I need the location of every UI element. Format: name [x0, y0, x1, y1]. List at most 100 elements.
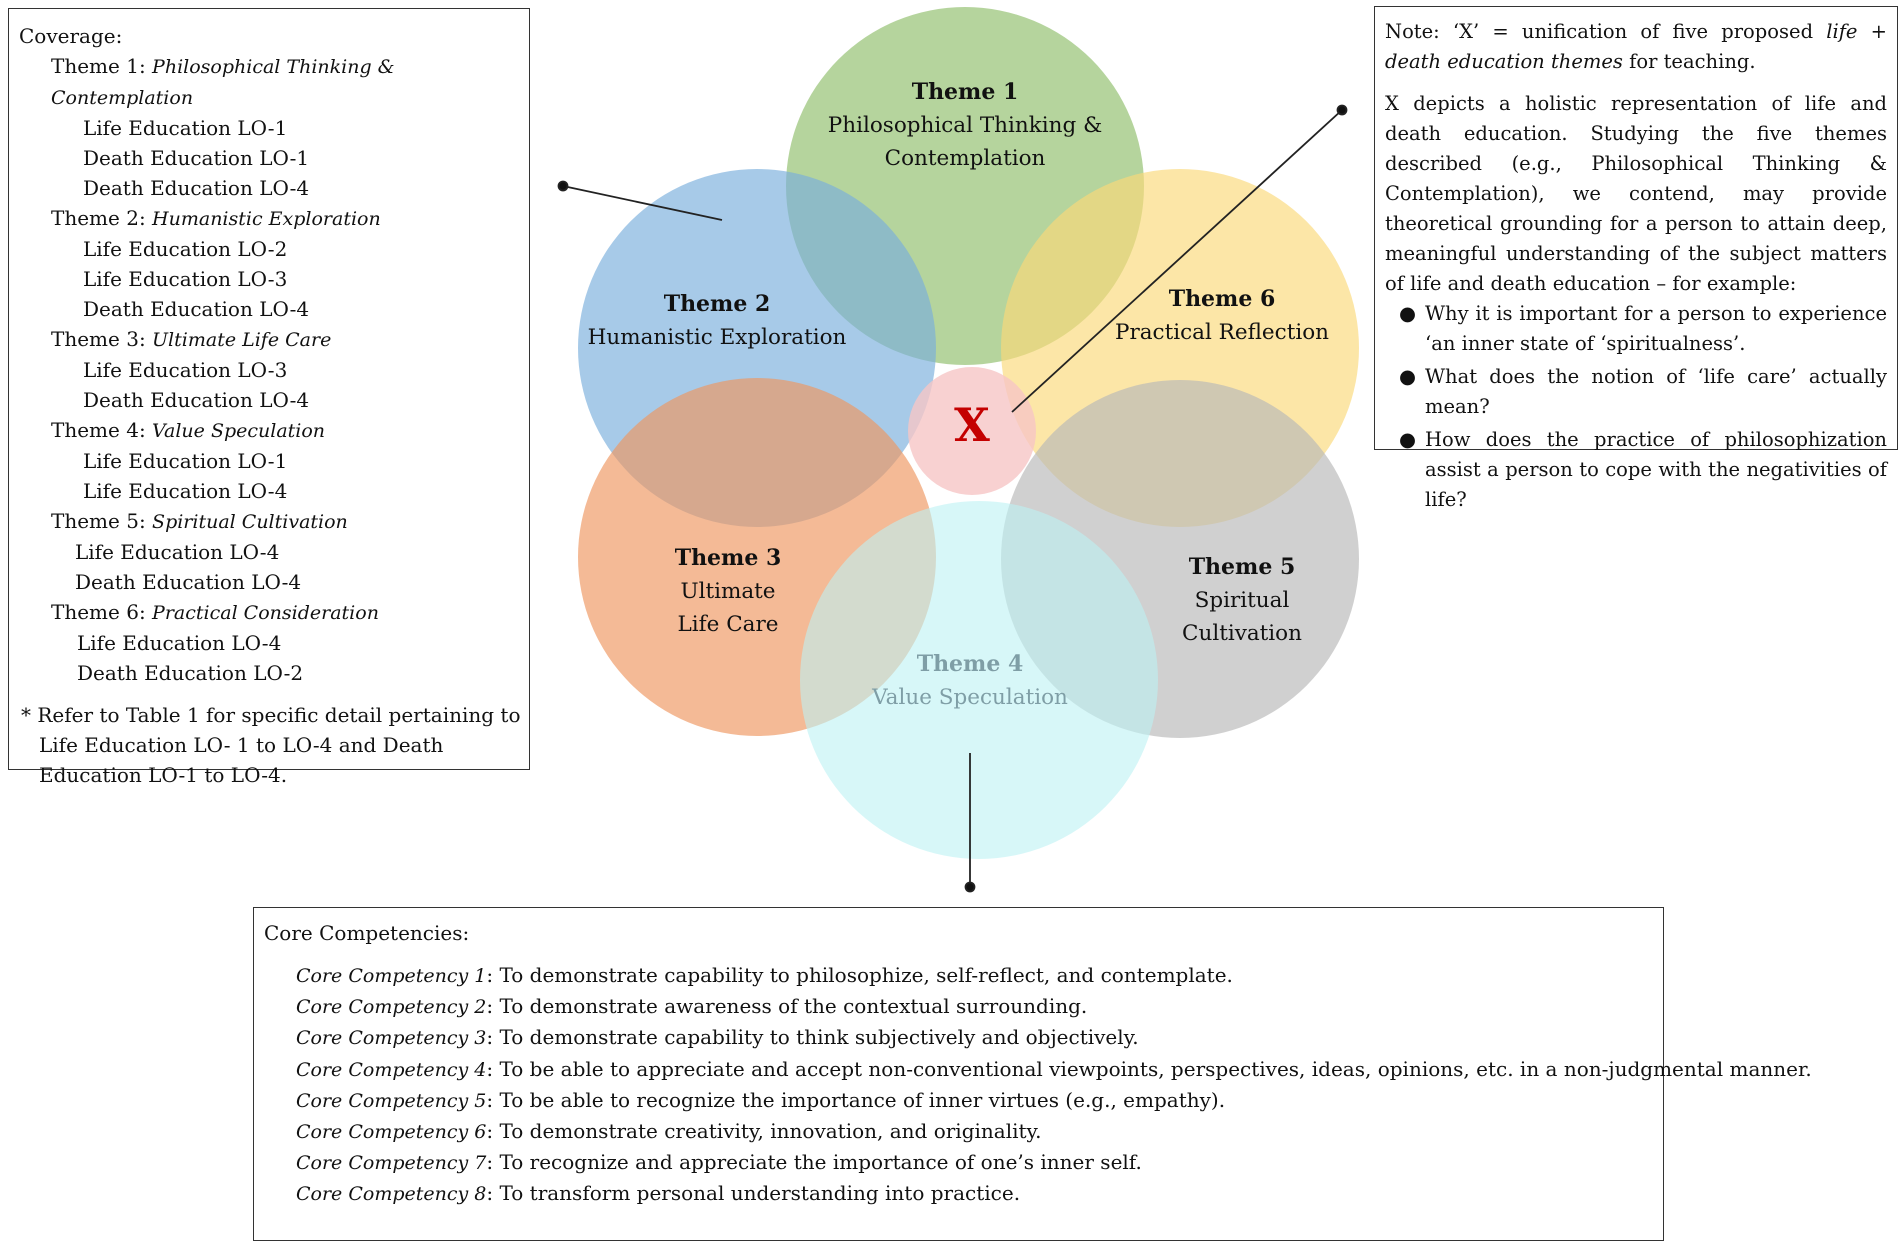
coverage-theme-name: Philosophical Thinking & Contemplation: [51, 56, 395, 109]
coverage-theme-name: Humanistic Exploration: [152, 208, 381, 230]
core-competency-text: : To demonstrate creativity, innovation,…: [486, 1119, 1042, 1144]
note-paragraph: X depicts a holistic representation of l…: [1385, 92, 1887, 295]
coverage-lo-item: Death Education LO-4: [83, 388, 310, 412]
core-competency-item: Core Competency 4: To be able to appreci…: [264, 1054, 1812, 1085]
core-competency-text: : To demonstrate capability to philosoph…: [486, 963, 1233, 987]
bullet-icon: ●: [1399, 365, 1417, 388]
theme-1-desc-line-1: Philosophical Thinking &: [827, 113, 1103, 138]
note-bullet-list: ● Why it is important for a person to exp…: [1385, 299, 1887, 515]
coverage-lo-item: Death Education LO-4: [75, 570, 302, 594]
coverage-lo-item: Death Education LO-4: [83, 176, 310, 200]
core-competency-text: : To be able to appreciate and accept no…: [486, 1056, 1812, 1081]
theme-2-label: Theme 2 Humanistic Exploration: [588, 288, 847, 354]
theme-3-label: Theme 3 Ultimate Life Care: [675, 542, 782, 641]
note-bullet-item: ● How does the practice of philosophizati…: [1399, 425, 1887, 515]
coverage-title: Coverage:: [19, 24, 123, 48]
center-x-label: X: [954, 398, 990, 452]
core-competency-label: Core Competency 1: [296, 965, 487, 987]
coverage-box: Coverage: Theme 1: Philosophical Thinkin…: [8, 8, 530, 787]
note-definition-start: Note: ‘X’ = unification of five proposed: [1385, 20, 1827, 43]
note-bullet-text: How does the practice of philosophizatio…: [1425, 428, 1887, 511]
coverage-lo-item: Life Education LO-4: [75, 540, 280, 564]
note-box: Note: ‘X’ = unification of five proposed…: [1374, 6, 1898, 511]
theme-4-name: Theme 4: [916, 651, 1024, 677]
coverage-theme-6: Theme 6: Practical Consideration: [19, 597, 519, 628]
core-competency-item: Core Competency 6: To demonstrate creati…: [264, 1116, 1653, 1147]
coverage-lo-item: Life Education LO-3: [83, 358, 288, 382]
coverage-theme-name: Value Speculation: [152, 420, 326, 442]
theme-3-desc-line-1: Ultimate: [680, 579, 776, 604]
core-competency-text: : To be able to recognize the importance…: [486, 1087, 1226, 1112]
theme-4-desc-line-1: Value Speculation: [872, 685, 1068, 710]
theme-4-label: Theme 4 Value Speculation: [872, 648, 1068, 714]
bullet-icon: ●: [1399, 302, 1417, 325]
coverage-theme-prefix: Theme 2:: [51, 206, 153, 230]
coverage-lo-item: Life Education LO-3: [83, 267, 288, 291]
coverage-theme-1: Theme 1: Philosophical Thinking & Contem…: [19, 51, 519, 113]
note-bullet-item: ● Why it is important for a person to exp…: [1399, 299, 1887, 359]
coverage-theme-prefix: Theme 6:: [51, 600, 153, 624]
core-connector-dot: [964, 881, 976, 893]
core-competency-text: : To demonstrate capability to think sub…: [486, 1025, 1139, 1050]
core-competency-item: Core Competency 7: To recognize and appr…: [264, 1147, 1653, 1178]
theme-5-name: Theme 5: [1188, 554, 1296, 580]
theme-3-name: Theme 3: [674, 545, 782, 571]
coverage-lo-item: Death Education LO-1: [83, 146, 310, 170]
core-competency-text: : To recognize and appreciate the import…: [486, 1150, 1142, 1175]
coverage-theme-prefix: Theme 1:: [51, 54, 153, 78]
core-competency-item: Core Competency 8: To transform personal…: [264, 1178, 1653, 1209]
coverage-theme-3: Theme 3: Ultimate Life Care: [19, 324, 519, 355]
core-competency-label: Core Competency 7: [296, 1152, 487, 1175]
theme-6-label: Theme 6 Practical Reflection: [1115, 283, 1329, 349]
coverage-theme-name: Practical Consideration: [152, 602, 379, 624]
coverage-lo-item: Life Education LO-4: [77, 631, 282, 655]
note-bullet-text: What does the notion of ‘life care’ actu…: [1425, 365, 1887, 418]
note-connector-dot: [1336, 104, 1348, 116]
coverage-lo-item: Life Education LO-2: [83, 237, 288, 261]
theme-5-desc-line-1: Spiritual: [1194, 588, 1290, 613]
coverage-connector-dot: [557, 180, 569, 192]
core-competency-text: : To transform personal understanding in…: [486, 1181, 1021, 1206]
theme-5-label: Theme 5 Spiritual Cultivation: [1182, 551, 1302, 650]
coverage-lo-item: Death Education LO-4: [83, 297, 310, 321]
note-definition: Note: ‘X’ = unification of five proposed…: [1385, 17, 1887, 77]
core-competency-item: Core Competency 1: To demonstrate capabi…: [264, 960, 1653, 991]
theme-2-desc-line-1: Humanistic Exploration: [587, 325, 847, 350]
coverage-lo-item: Death Education LO-2: [77, 661, 304, 685]
coverage-theme-prefix: Theme 5:: [51, 509, 153, 533]
coverage-theme-4: Theme 4: Value Speculation: [19, 415, 519, 446]
theme-1-desc-line-2: Contemplation: [884, 146, 1046, 171]
core-competency-label: Core Competency 6: [296, 1121, 487, 1144]
coverage-theme-5: Theme 5: Spiritual Cultivation: [19, 506, 519, 537]
theme-3-desc-line-2: Life Care: [677, 612, 779, 637]
core-competency-item: Core Competency 5: To be able to recogni…: [264, 1085, 1653, 1116]
coverage-theme-name: Ultimate Life Care: [152, 329, 332, 351]
coverage-theme-prefix: Theme 3:: [51, 327, 153, 351]
coverage-lo-item: Life Education LO-1: [83, 116, 288, 140]
note-bullet-item: ● What does the notion of ‘life care’ act…: [1399, 362, 1887, 422]
core-competencies-title: Core Competencies:: [264, 921, 470, 945]
coverage-connector-line: [562, 185, 723, 221]
note-definition-italic: life + death education themes: [1385, 20, 1887, 73]
theme-2-name: Theme 2: [663, 291, 771, 317]
bullet-icon: ●: [1399, 428, 1417, 451]
core-competency-label: Core Competency 5: [296, 1089, 487, 1112]
coverage-footnote: * Refer to Table 1 for specific detail p…: [21, 703, 521, 787]
coverage-lo-item: Life Education LO-4: [83, 479, 288, 503]
core-competency-item: Core Competency 2: To demonstrate awaren…: [264, 991, 1653, 1022]
theme-1-name: Theme 1: [911, 79, 1019, 105]
note-definition-end: for teaching.: [1622, 50, 1756, 73]
core-competency-label: Core Competency 4: [296, 1058, 487, 1081]
core-competency-item: Core Competency 3: To demonstrate capabi…: [264, 1022, 1653, 1053]
coverage-lo-item: Life Education LO-1: [83, 449, 288, 473]
theme-5-desc-line-2: Cultivation: [1182, 621, 1302, 646]
theme-6-desc-line-1: Practical Reflection: [1114, 320, 1330, 345]
theme-1-label: Theme 1 Philosophical Thinking & Contemp…: [828, 76, 1102, 175]
note-bullet-text: Why it is important for a person to expe…: [1425, 302, 1887, 355]
core-competency-label: Core Competency 2: [296, 996, 487, 1019]
coverage-theme-prefix: Theme 4:: [51, 418, 153, 442]
core-competency-label: Core Competency 8: [296, 1183, 487, 1206]
coverage-theme-2: Theme 2: Humanistic Exploration: [19, 203, 519, 234]
core-competency-label: Core Competency 3: [296, 1027, 487, 1050]
core-competency-text: : To demonstrate awareness of the contex…: [486, 994, 1088, 1019]
